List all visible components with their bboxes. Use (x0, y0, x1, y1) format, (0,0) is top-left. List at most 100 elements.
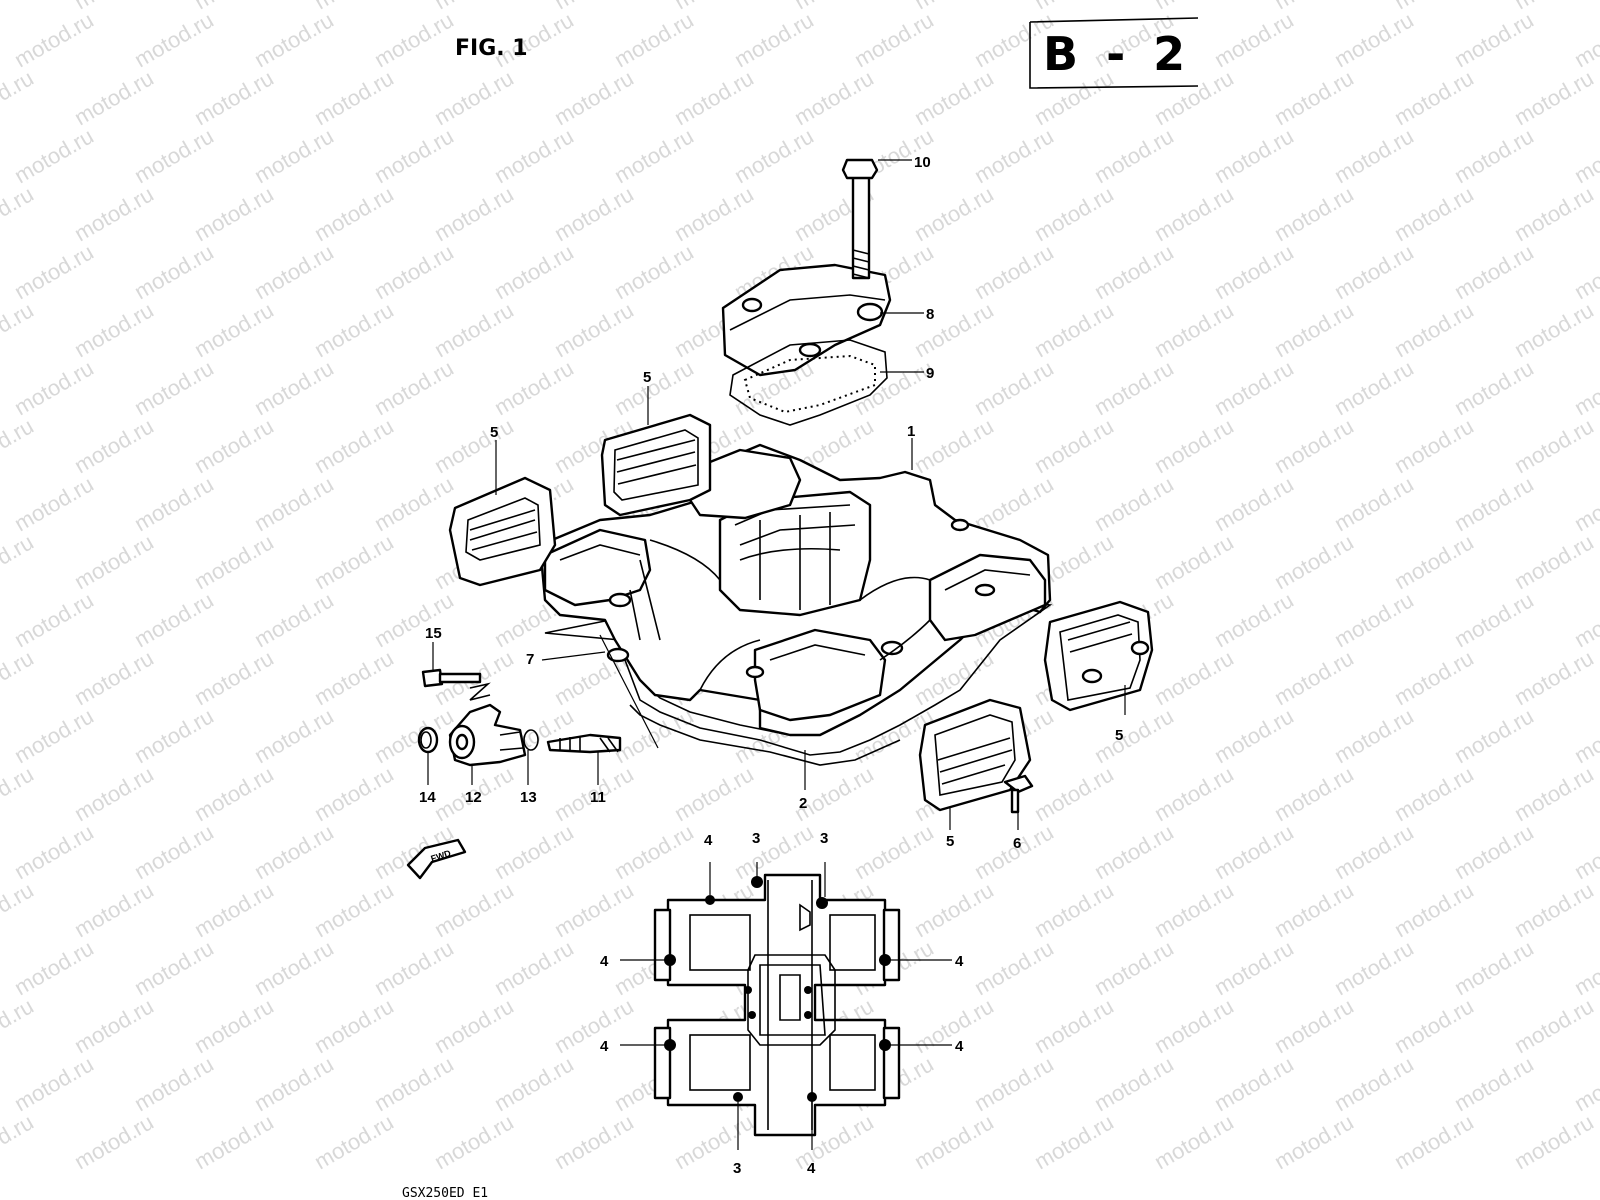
watermark-text: motod.ru (70, 65, 158, 130)
callout-14: 14 (419, 789, 436, 806)
watermark-text: motod.ru (0, 529, 38, 594)
callout-12: 12 (465, 789, 482, 806)
watermark-text: motod.ru (70, 297, 158, 362)
watermark-text: motod.ru (1330, 471, 1418, 536)
tachometer-drive-assembly (417, 668, 622, 767)
watermark-text: motod.ru (970, 471, 1058, 536)
watermark-text: motod.ru (1450, 935, 1538, 1000)
section-code-box: B - 2 (1029, 17, 1199, 89)
watermark-text: motod.ru (1390, 1109, 1478, 1174)
watermark-text: motod.ru (430, 297, 518, 362)
watermark-text: motod.ru (0, 993, 38, 1058)
watermark-text: motod.ru (1330, 587, 1418, 652)
watermark-text: motod.ru (1210, 587, 1298, 652)
section-code: B - 2 (1043, 27, 1191, 81)
watermark-text: motod.ru (610, 239, 698, 304)
watermark-text: motod.ru (1090, 703, 1178, 768)
watermark-text: motod.ru (1510, 993, 1598, 1058)
watermark-text: motod.ru (1330, 1051, 1418, 1116)
watermark-text: motod.ru (1270, 761, 1358, 826)
watermark-text: motod.ru (10, 1051, 98, 1116)
watermark-text: motod.ru (910, 65, 998, 130)
watermark-text: motod.ru (550, 877, 638, 942)
watermark-text: motod.ru (490, 355, 578, 420)
bolt-layout-view (620, 862, 952, 1150)
watermark-text: motod.ru (10, 935, 98, 1000)
watermark-text: motod.ru (1270, 877, 1358, 942)
watermark-text: motod.ru (1150, 993, 1238, 1058)
watermark-text: motod.ru (1390, 65, 1478, 130)
watermark-text: motod.ru (1450, 355, 1538, 420)
watermark-text: motod.ru (430, 877, 518, 942)
watermark-text: motod.ru (1510, 181, 1598, 246)
watermark-text: motod.ru (790, 761, 878, 826)
watermark-text: motod.ru (1150, 1109, 1238, 1174)
watermark-text: motod.ru (1150, 413, 1238, 478)
watermark-text: motod.ru (910, 877, 998, 942)
watermark-text: motod.ru (10, 587, 98, 652)
watermark-text: motod.ru (1090, 819, 1178, 884)
watermark-text: motod.ru (1570, 703, 1600, 768)
watermark-text: motod.ru (1210, 123, 1298, 188)
watermark-text: motod.ru (310, 877, 398, 942)
watermark-text: motod.ru (190, 529, 278, 594)
watermark-text: motod.ru (130, 7, 218, 72)
model-code: GSX250ED E1 (402, 1186, 488, 1200)
watermark-text: motod.ru (130, 703, 218, 768)
watermark-text: motod.ru (190, 761, 278, 826)
callout-labels: 10 8 9 1 5 5 5 5 15 7 14 12 13 11 2 6 4 … (419, 154, 1123, 1177)
watermark-text: motod.ru (1210, 1051, 1298, 1116)
callout-7: 7 (526, 651, 534, 668)
watermark-text: motod.ru (1270, 529, 1358, 594)
watermark-text: motod.ru (1510, 65, 1598, 130)
watermark-text: motod.ru (1390, 877, 1478, 942)
watermark-text: motod.ru (490, 1051, 578, 1116)
watermark-text: motod.ru (670, 761, 758, 826)
watermark-text: motod.ru (190, 65, 278, 130)
watermark-text: motod.ru (430, 1109, 518, 1174)
watermark-text: motod.ru (10, 7, 98, 72)
watermark-text: motod.ru (190, 877, 278, 942)
watermark-text: motod.ru (1390, 181, 1478, 246)
watermark-text: motod.ru (1510, 413, 1598, 478)
watermark-text: motod.ru (910, 297, 998, 362)
callout-8: 8 (926, 306, 934, 323)
watermark-text: motod.ru (1270, 1109, 1358, 1174)
watermark-text: motod.ru (1270, 993, 1358, 1058)
watermark-text: motod.ru (370, 123, 458, 188)
watermark-text: motod.ru (10, 239, 98, 304)
watermark-text: motod.ru (550, 181, 638, 246)
watermark-text: motod.ru (910, 993, 998, 1058)
watermark-text: motod.ru (1330, 703, 1418, 768)
watermark-text: motod.ru (1450, 587, 1538, 652)
callout-9: 9 (926, 365, 934, 382)
watermark-text: motod.ru (1030, 877, 1118, 942)
watermark-text: motod.ru (310, 1109, 398, 1174)
cylinder-head-cover-assembly: FWD (406, 158, 1154, 880)
watermark-text: motod.ru (1210, 7, 1298, 72)
callout-4-bottom: 4 (807, 1160, 816, 1177)
watermark-text: motod.ru (610, 123, 698, 188)
watermark-text: motod.ru (250, 819, 338, 884)
watermark-text: motod.ru (1090, 239, 1178, 304)
watermark-text: motod.ru (250, 239, 338, 304)
callout-3-top-a: 3 (752, 830, 760, 847)
watermark-text: motod.ru (1570, 355, 1600, 420)
watermark-text: motod.ru (1030, 761, 1118, 826)
watermark-text: motod.ru (1330, 935, 1418, 1000)
watermark-text: motod.ru (670, 1109, 758, 1174)
watermark-text: motod.ru (910, 181, 998, 246)
watermark-text: motod.ru (250, 123, 338, 188)
watermark-text: motod.ru (850, 355, 938, 420)
watermark-text: motod.ru (1450, 7, 1538, 72)
watermark-text: motod.ru (0, 1109, 38, 1174)
watermark-text: motod.ru (1570, 239, 1600, 304)
watermark-text: motod.ru (970, 1051, 1058, 1116)
watermark-text: motod.ru (130, 123, 218, 188)
watermark-text: motod.ru (250, 703, 338, 768)
watermark-text: motod.ru (250, 935, 338, 1000)
watermark-text: motod.ru (130, 819, 218, 884)
watermark-text: motod.ru (1390, 993, 1478, 1058)
watermark-text: motod.ru (970, 239, 1058, 304)
watermark-text: motod.ru (190, 413, 278, 478)
